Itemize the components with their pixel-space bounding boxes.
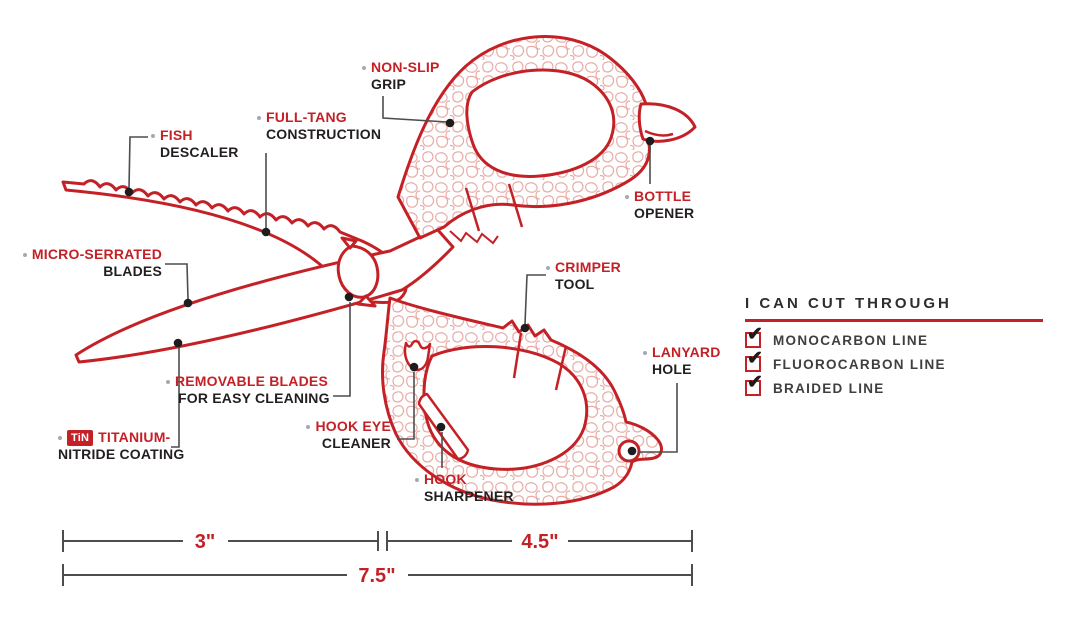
crimper-section-dividers: [512, 332, 568, 391]
label-full-tang-construction: FULL-TANG CONSTRUCTION: [257, 109, 381, 143]
checkmark-icon: ✔: [747, 324, 763, 345]
list-item-braided: ✔ BRAIDED LINE: [745, 372, 885, 396]
bullet-dot-icon: [165, 379, 170, 384]
checkmark-icon: ✔: [747, 372, 763, 393]
list-item-fluorocarbon: ✔ FLUOROCARBON LINE: [745, 348, 946, 372]
checked-checkbox-icon: ✔: [745, 373, 763, 396]
label-fish-descaler: FISH DESCALER: [151, 127, 239, 161]
label-hook-sharpener: HOOK SHARPENER: [415, 471, 514, 505]
cut-through-list: ✔ MONOCARBON LINE ✔ FLUOROCARBON LINE ✔ …: [745, 324, 1043, 396]
bullet-dot-icon: [151, 133, 155, 138]
dimension-handle-length: 4.5": [521, 531, 558, 553]
dimension-blade-length: 3": [195, 531, 216, 553]
bullet-dot-icon: [22, 252, 27, 257]
label-hook-eye-cleaner: HOOK EYE CLEANER: [288, 418, 391, 452]
bullet-dot-icon: [58, 435, 62, 440]
callout-dots: [124, 118, 655, 456]
cut-through-panel: I CAN CUT THROUGH ✔ MONOCARBON LINE ✔ FL…: [745, 295, 1043, 396]
label-non-slip-grip: NON-SLIP GRIP: [362, 59, 440, 93]
label-lanyard-hole: LANYARD HOLE: [643, 344, 721, 378]
bottle-opener-notch: [644, 129, 674, 137]
label-bottle-opener: BOTTLE OPENER: [625, 188, 694, 222]
grip-section-dividers: [449, 183, 524, 245]
bullet-dot-icon: [362, 65, 366, 70]
bullet-dot-icon: [306, 424, 311, 429]
fish-pivot-cutout: [336, 236, 380, 308]
label-crimper-tool: CRIMPER TOOL: [546, 259, 621, 293]
bullet-dot-icon: [546, 265, 550, 270]
dimension-overall-length: 7.5": [358, 565, 395, 587]
tin-badge: TiN: [67, 429, 94, 446]
bullet-dot-icon: [257, 115, 261, 120]
checked-checkbox-icon: ✔: [745, 349, 763, 372]
cut-through-title: I CAN CUT THROUGH: [745, 295, 1043, 322]
list-item-monocarbon: ✔ MONOCARBON LINE: [745, 324, 929, 348]
label-micro-serrated-blades: MICRO-SERRATED BLADES: [22, 246, 162, 280]
bullet-dot-icon: [643, 350, 647, 355]
dimension-lines: [62, 530, 693, 586]
label-removable-blades: REMOVABLE BLADES FOR EASY CLEANING: [165, 373, 330, 407]
bullet-dot-icon: [625, 194, 629, 199]
checked-checkbox-icon: ✔: [745, 325, 763, 348]
checkmark-icon: ✔: [747, 348, 763, 369]
bullet-dot-icon: [415, 477, 419, 482]
bottle-opener-shape: [637, 102, 697, 143]
leader-lines: [128, 96, 678, 468]
